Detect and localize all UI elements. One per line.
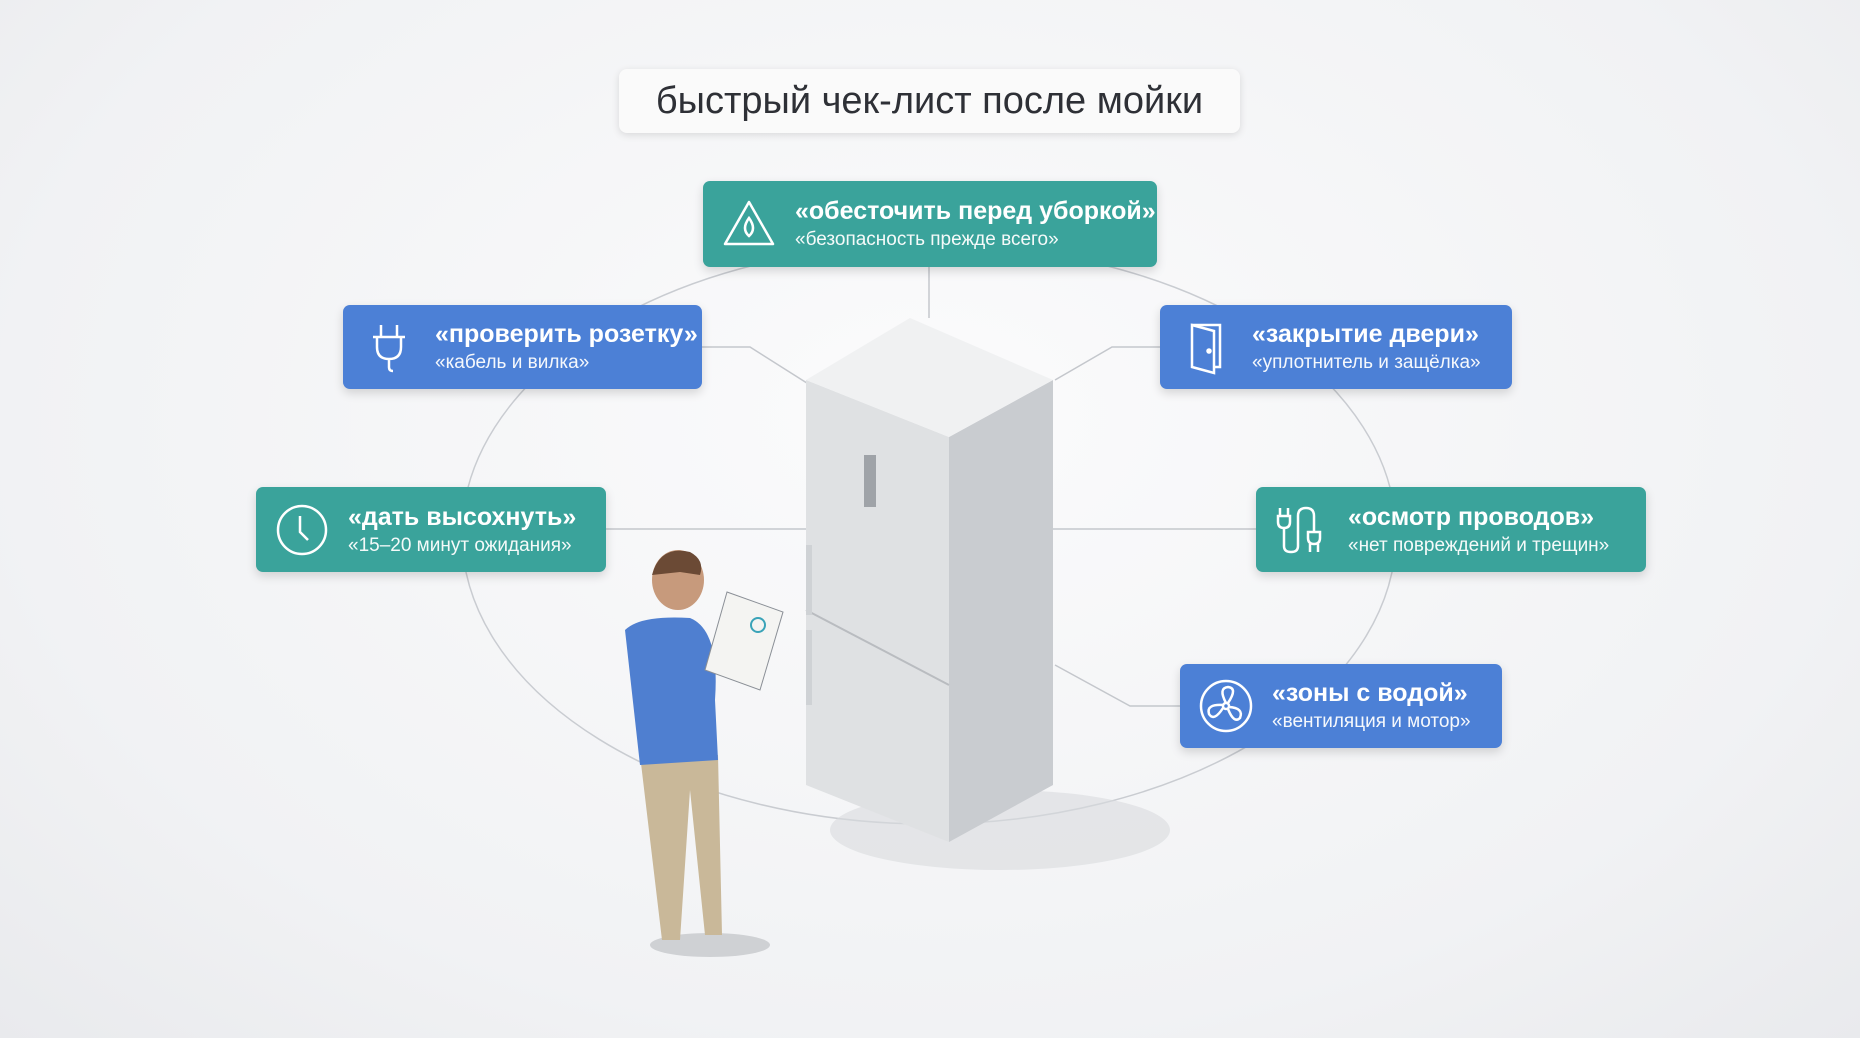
page-title: быстрый чек-лист после мойки: [619, 69, 1240, 133]
card-let-dry: «дать высохнуть» «15–20 минут ожидания»: [256, 487, 606, 572]
card-heading: «проверить розетку»: [435, 320, 698, 348]
card-heading: «осмотр проводов»: [1348, 502, 1595, 531]
fridge: [805, 318, 1053, 842]
card-power-off: «обесточить перед уборкой» «безопасность …: [703, 181, 1157, 267]
card-heading: «закрытие двери»: [1252, 320, 1479, 348]
door-icon: [1190, 323, 1222, 375]
card-door-closing: «закрытие двери» «уплотнитель и защёлка»: [1160, 305, 1512, 389]
warning-drop-icon: [723, 200, 775, 246]
card-subtext: «кабель и вилка»: [435, 352, 590, 373]
card-check-socket: «проверить розетку» «кабель и вилка»: [343, 305, 702, 389]
card-subtext: «безопасность прежде всего»: [795, 229, 1059, 250]
connector-lines: [606, 267, 1256, 707]
card-heading: «зоны с водой»: [1272, 679, 1468, 707]
fan-icon: [1199, 679, 1253, 733]
card-subtext: «вентиляция и мотор»: [1272, 711, 1471, 732]
cable-icon: [1276, 506, 1322, 553]
card-subtext: «уплотнитель и защёлка»: [1252, 352, 1481, 373]
card-subtext: «нет повреждений и трещин»: [1348, 534, 1610, 556]
person-illustration: [625, 550, 784, 957]
card-heading: «обесточить перед уборкой»: [795, 197, 1156, 225]
clock-icon: [276, 504, 328, 555]
plug-icon: [373, 325, 405, 373]
card-subtext: «15–20 минут ожидания»: [348, 534, 572, 556]
card-heading: «дать высохнуть»: [348, 502, 577, 531]
card-water-zones: «зоны с водой» «вентиляция и мотор»: [1180, 664, 1502, 748]
card-inspect-wires: «осмотр проводов» «нет повреждений и трещ…: [1256, 487, 1646, 572]
